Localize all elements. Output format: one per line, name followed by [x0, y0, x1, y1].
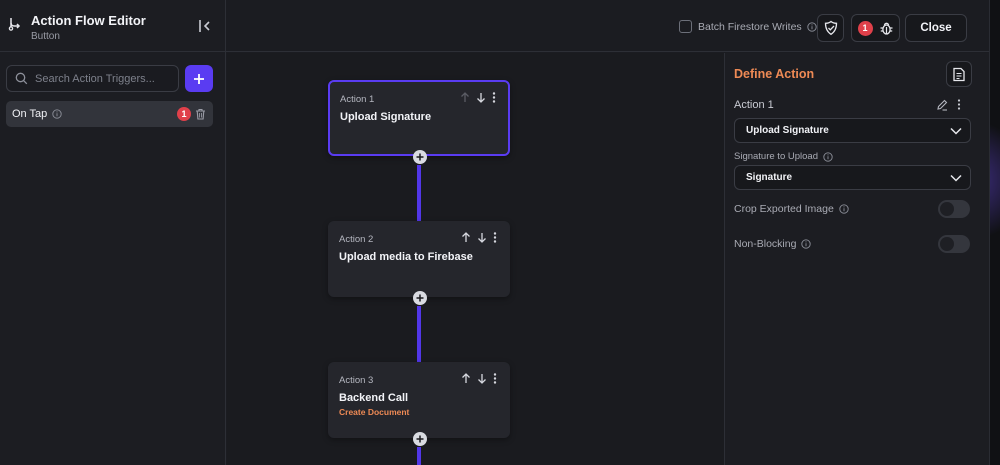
info-icon [839, 204, 849, 214]
move-down-icon[interactable] [476, 92, 486, 103]
info-icon [807, 21, 817, 32]
info-icon [801, 239, 812, 249]
more-options-icon[interactable] [492, 92, 496, 103]
non-blocking-toggle[interactable] [938, 235, 970, 253]
action-card-tools [461, 232, 497, 243]
close-button[interactable]: Close [905, 14, 967, 42]
shield-check-button[interactable] [817, 14, 844, 42]
plus-icon [416, 294, 424, 302]
batch-writes-checkbox[interactable] [679, 20, 692, 33]
move-down-icon[interactable] [477, 232, 487, 243]
action-card-1[interactable]: Action 1 Upload Signature [328, 80, 510, 164]
more-options-icon[interactable] [493, 232, 497, 243]
action-card-label: Action 1 [340, 94, 375, 105]
add-trigger-button[interactable] [185, 65, 213, 92]
debug-issues-button[interactable]: 1 [851, 14, 900, 42]
crop-exported-row: Crop Exported Image [734, 203, 849, 215]
non-blocking-label: Non-Blocking [734, 238, 797, 250]
search-triggers[interactable] [6, 65, 179, 92]
flow-connector [417, 306, 421, 362]
trigger-item-on-tap[interactable]: On Tap 1 [6, 101, 213, 127]
edit-icon[interactable] [936, 99, 948, 111]
move-up-icon[interactable] [461, 373, 471, 384]
more-options-icon[interactable] [493, 373, 497, 384]
collapse-panel-icon[interactable] [197, 19, 213, 33]
add-action-node[interactable] [413, 291, 427, 305]
issues-badge: 1 [857, 20, 873, 36]
more-options-icon[interactable] [957, 99, 961, 110]
action-card-name: Upload media to Firebase [339, 251, 473, 263]
info-icon [52, 109, 62, 119]
action-card-name: Upload Signature [340, 111, 432, 123]
trigger-badge: 1 [177, 107, 191, 121]
action-name-label: Action 1 [734, 99, 774, 111]
flow-connector [417, 447, 421, 465]
documentation-button[interactable] [946, 61, 972, 87]
action-card-tools [461, 373, 497, 384]
non-blocking-row: Non-Blocking [734, 238, 812, 250]
editor-title: Action Flow Editor [31, 13, 146, 28]
action-card-2[interactable]: Action 2 Upload media to Firebase [328, 221, 510, 305]
action-flow-canvas: Action 1 Upload Signature Action 2 Uploa… [227, 53, 724, 465]
signature-value: Signature [746, 172, 793, 183]
move-up-icon[interactable] [460, 92, 470, 103]
signature-field-label: Signature to Upload [734, 151, 833, 162]
trash-icon[interactable] [195, 108, 206, 120]
flow-connector [417, 165, 421, 221]
bug-icon [880, 22, 892, 35]
action-card-name: Backend Call [339, 392, 409, 404]
action-card-3[interactable]: Action 3 Backend Call Create Document [328, 362, 510, 446]
action-type-select[interactable]: Upload Signature [734, 118, 971, 143]
triggers-sidebar: Action Flow Editor Button On Tap [0, 0, 226, 465]
sidebar-header: Action Flow Editor Button [0, 0, 225, 52]
toggle-knob [940, 202, 954, 216]
move-up-icon[interactable] [461, 232, 471, 243]
signature-label-text: Signature to Upload [734, 151, 818, 162]
batch-writes-toggle[interactable]: Batch Firestore Writes [679, 20, 817, 33]
action-card-subtitle: Create Document [339, 407, 410, 417]
trigger-label: On Tap [12, 108, 48, 120]
chevron-down-icon [950, 174, 962, 182]
shield-icon [824, 20, 837, 36]
plus-icon [416, 153, 424, 161]
action-card-label: Action 2 [339, 234, 374, 245]
add-action-node[interactable] [413, 432, 427, 446]
define-action-title: Define Action [734, 67, 815, 81]
plus-icon [194, 73, 204, 84]
add-action-node[interactable] [413, 150, 427, 164]
top-toolbar: Batch Firestore Writes 1 Close [226, 0, 989, 52]
document-icon [953, 67, 965, 81]
batch-writes-label: Batch Firestore Writes [698, 20, 802, 33]
crop-exported-label: Crop Exported Image [734, 203, 834, 215]
action-card-tools [460, 92, 496, 103]
move-down-icon[interactable] [477, 373, 487, 384]
action-type-value: Upload Signature [746, 125, 829, 136]
info-icon [823, 151, 833, 162]
action-flow-icon [8, 18, 21, 31]
chevron-down-icon [950, 127, 962, 135]
search-input[interactable] [35, 72, 175, 85]
action-card-label: Action 3 [339, 375, 374, 386]
crop-exported-toggle[interactable] [938, 200, 970, 218]
editor-subtitle: Button [31, 31, 60, 42]
plus-icon [416, 435, 424, 443]
define-action-panel: Define Action Action 1 Upload Signature … [724, 53, 989, 465]
search-icon [15, 72, 28, 85]
toggle-knob [940, 237, 954, 251]
signature-select[interactable]: Signature [734, 165, 971, 190]
